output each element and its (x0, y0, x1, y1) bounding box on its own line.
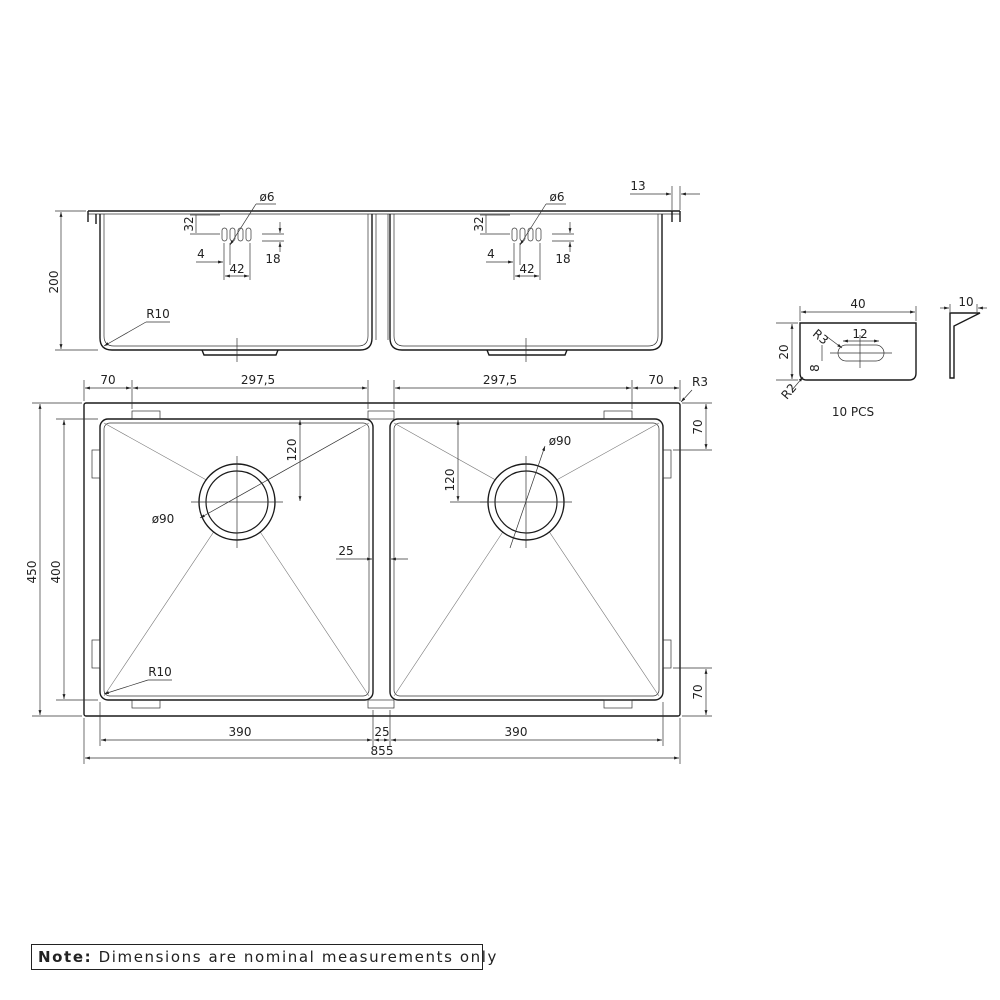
dim-bracket-r2: R2 (778, 381, 799, 402)
dim-top-297-left: 297,5 (241, 373, 275, 387)
dim-tab-width: 13 (630, 179, 645, 193)
dim-right-4: 4 (487, 247, 495, 261)
dim-overall-height: 450 (25, 561, 39, 584)
dim-side-radius: R10 (146, 307, 170, 321)
dim-bottom-25: 25 (374, 725, 389, 739)
dim-side-height: 200 (47, 271, 61, 294)
bracket-quantity: 10 PCS (832, 405, 874, 419)
dim-corner-radius: R3 (692, 375, 708, 389)
dim-right-drain-offset: 120 (443, 469, 457, 492)
mounting-bracket: 40 20 12 8 R3 R2 10 10 PCS (776, 295, 987, 419)
note-box: Note: Dimensions are nominal measurement… (31, 944, 496, 970)
drain-left (191, 456, 283, 548)
dim-bracket-slot: 12 (852, 327, 867, 341)
dim-left-18: 18 (265, 252, 280, 266)
dim-left-4: 4 (197, 247, 205, 261)
dim-bracket-r3: R3 (810, 326, 831, 347)
dim-left-hole-dia: ø6 (260, 190, 275, 204)
dim-right-drain-dia: ø90 (549, 434, 572, 448)
dim-top-297-right: 297,5 (483, 373, 517, 387)
dim-right-70-top: 70 (691, 419, 705, 434)
plan-view: 70 297,5 297,5 70 R3 450 400 120 ø90 R10… (25, 373, 712, 764)
dim-left-drain-offset: 120 (285, 439, 299, 462)
dim-top-70-right: 70 (648, 373, 663, 387)
dim-inner-height: 400 (49, 561, 63, 584)
dim-divider: 25 (338, 544, 353, 558)
dim-bracket-8: 8 (808, 364, 822, 372)
dim-bracket-height: 20 (777, 344, 791, 359)
dim-right-hole-dia: ø6 (550, 190, 565, 204)
dim-right-42: 42 (519, 262, 534, 276)
dim-overall-width: 855 (371, 744, 394, 758)
dim-left-drain-dia: ø90 (152, 512, 175, 526)
dim-left-42: 42 (229, 262, 244, 276)
dim-bottom-390-right: 390 (505, 725, 528, 739)
dim-bottom-390-left: 390 (229, 725, 252, 739)
dim-bracket-thickness: 10 (958, 295, 973, 309)
note-text: Dimensions are nominal measurements only (98, 948, 498, 966)
dim-right-32: 32 (472, 216, 486, 231)
dim-left-radius: R10 (148, 665, 172, 679)
dim-top-70-left: 70 (100, 373, 115, 387)
dim-bracket-width: 40 (850, 297, 865, 311)
dim-left-32: 32 (182, 216, 196, 231)
side-view: 200 13 ø6 32 4 42 18 ø6 32 4 42 18 R10 (47, 179, 700, 362)
note-label: Note: (38, 948, 93, 966)
dim-right-18: 18 (555, 252, 570, 266)
dim-right-70-bottom: 70 (691, 684, 705, 699)
